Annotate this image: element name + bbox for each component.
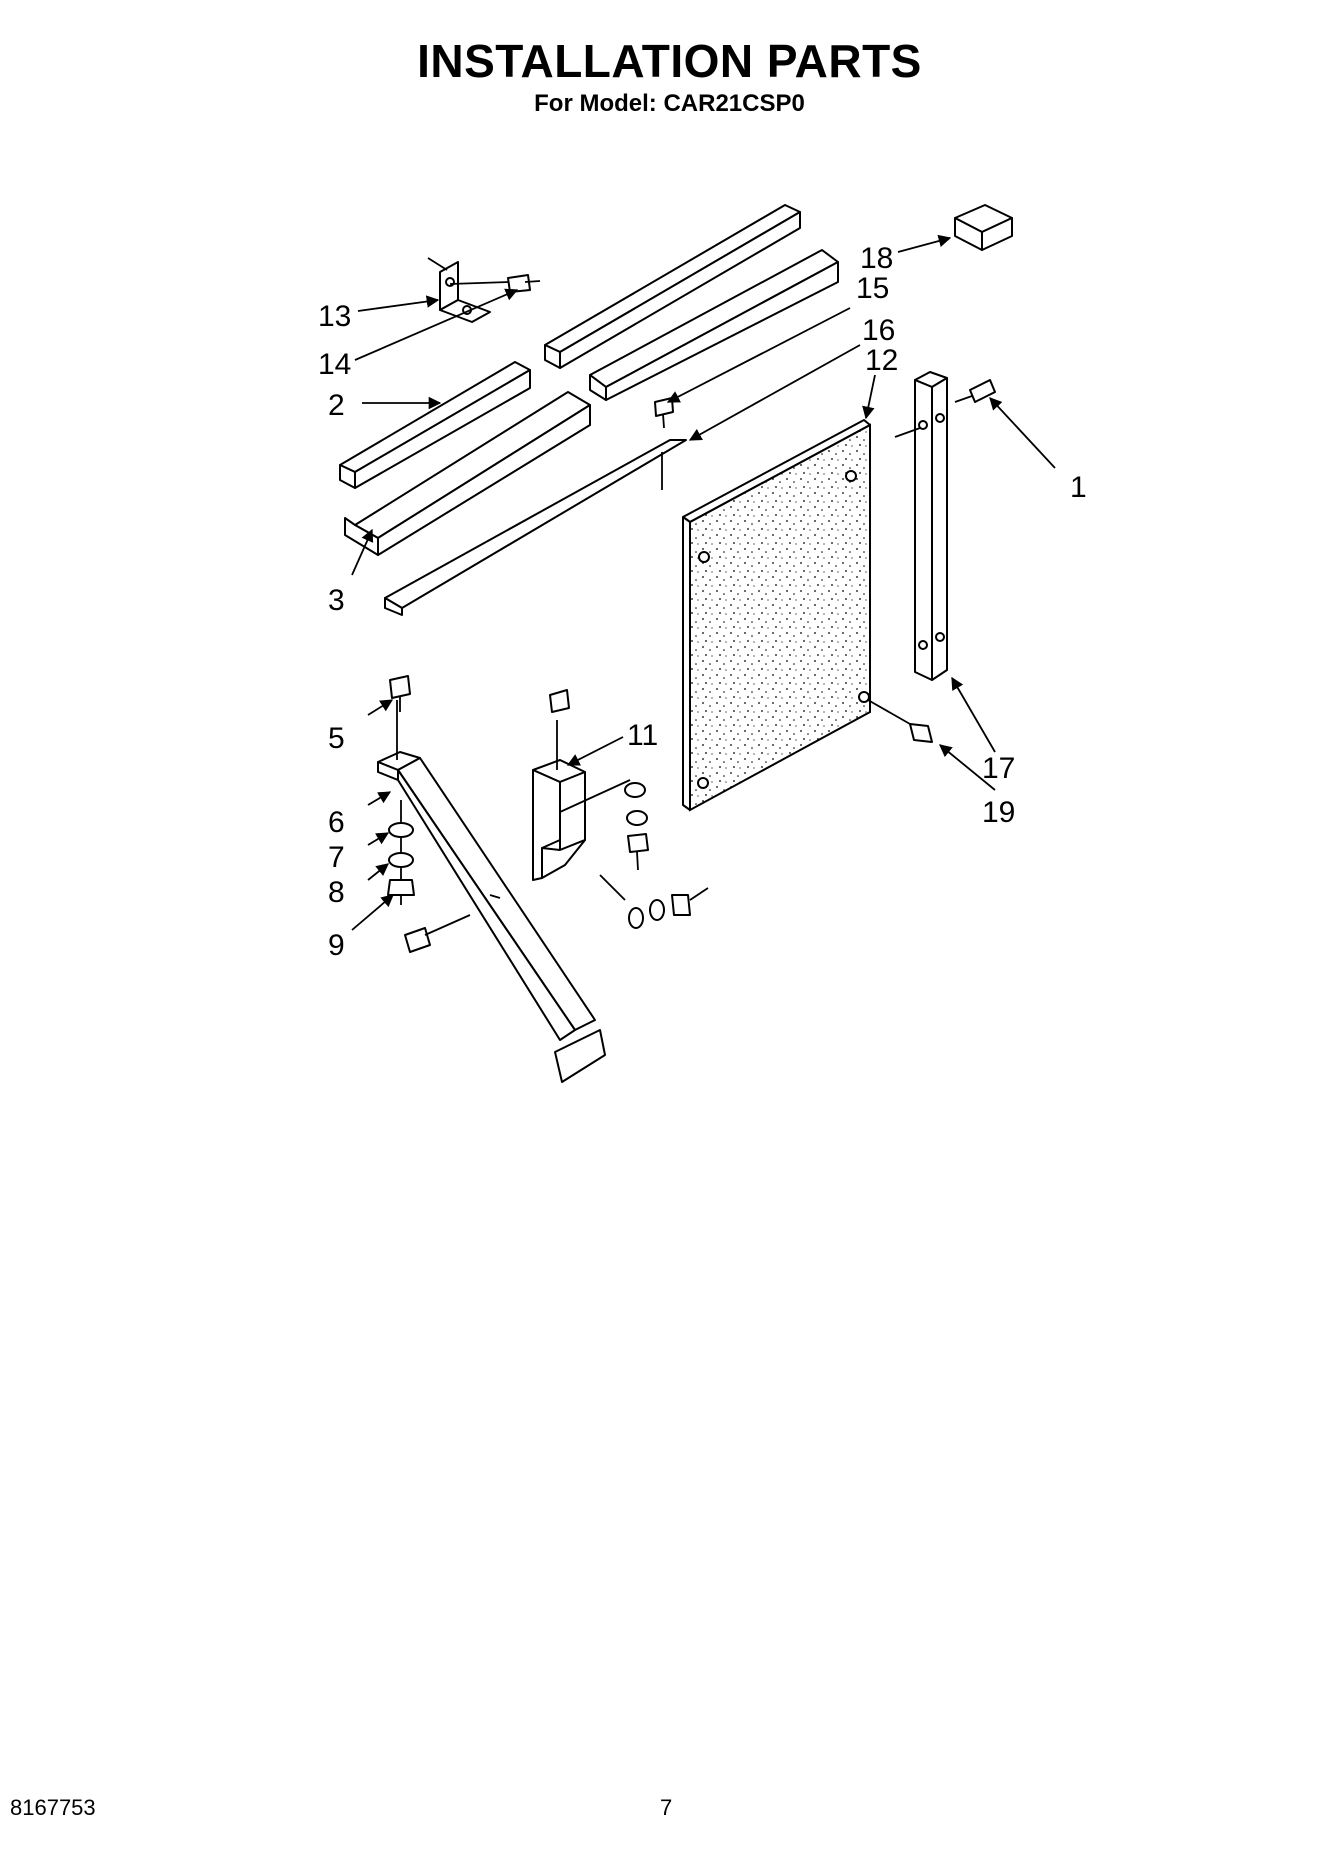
model-subtitle: For Model: CAR21CSP0 [534,90,805,117]
callout-8: 8 [328,876,345,909]
part-3-channel-rail [344,391,591,556]
callout-leaders [351,234,1056,931]
callout-17: 17 [982,752,1015,785]
callout-14: 14 [318,348,351,381]
part-17-vertical-bar [894,371,948,681]
callout-18: 18 [860,242,893,275]
callout-15: 15 [856,272,889,305]
part-11-bolt [549,689,570,713]
upper-rail [544,204,801,369]
part-1-screw [954,379,996,403]
part-5-bolt [389,675,411,712]
document-number: 8167753 [10,1795,96,1820]
brace-hole-mark [489,894,501,899]
callout-7: 7 [328,841,345,874]
callout-5: 5 [328,722,345,755]
part-2-short-rail [339,361,531,489]
callout-13: 13 [318,300,351,333]
callout-9: 9 [328,929,345,962]
page-title: INSTALLATION PARTS [417,35,922,87]
part-14-screw [507,274,541,293]
part-18-block [954,204,1013,251]
callout-1: 1 [1070,471,1087,504]
callout-12: 12 [865,344,898,377]
callout-6: 6 [328,806,345,839]
part-13-bracket [427,257,511,323]
callout-19: 19 [982,796,1015,829]
part-12-panel [682,419,871,812]
part-11-bracket [532,720,631,901]
part-15-channel-rail [589,249,839,401]
callout-16: 16 [862,314,895,347]
part-9-bolt [404,914,471,953]
hardware-washer-nut-stack [387,800,415,905]
callout-3: 3 [328,584,345,617]
part-6-brace [377,700,606,1083]
part-15-screw [654,397,674,429]
part-16-angle-strip [384,439,687,616]
part-19-screw [867,699,933,743]
hardware-stack-right [624,782,709,929]
callout-11: 11 [627,719,658,752]
page-number: 7 [660,1795,673,1820]
callout-2: 2 [328,389,345,422]
